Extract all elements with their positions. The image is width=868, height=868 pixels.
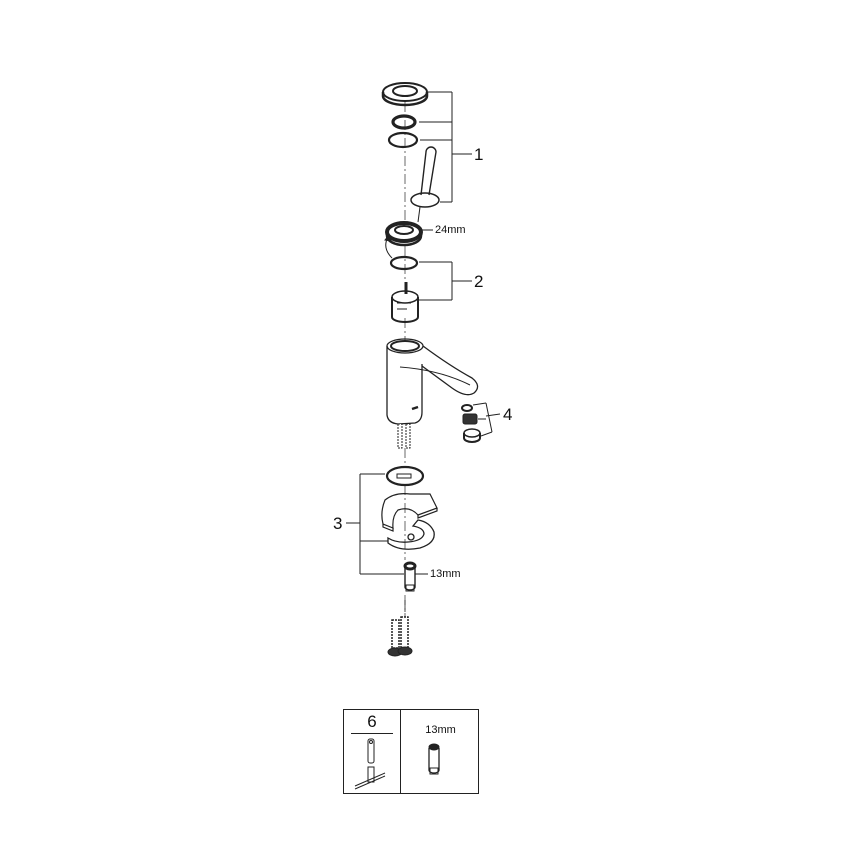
callout-bracket-4 [472, 402, 501, 437]
aerator-seal [461, 404, 473, 412]
nut-size-label: 24mm [435, 224, 466, 236]
cartridge [391, 282, 419, 323]
socket-13mm-tool [428, 743, 440, 775]
aerator-insert [462, 413, 478, 425]
hex-nut-24mm [385, 221, 433, 247]
aerator-housing [463, 428, 481, 443]
o-ring-1 [387, 131, 419, 149]
mounting-washer [385, 465, 425, 487]
faucet-body [386, 338, 479, 425]
threaded-ring [391, 114, 417, 130]
support-plate [381, 493, 438, 532]
tool-dimension-label: 13mm [425, 724, 456, 736]
supply-hoses [387, 600, 413, 657]
callout-label-3: 3 [333, 514, 343, 533]
callout-bracket-2 [419, 261, 472, 301]
callout-bracket-3 [346, 473, 404, 575]
tool-number-label: 6 [367, 712, 377, 731]
tool-box-divider [400, 710, 402, 793]
callout-bracket-1 [419, 91, 472, 203]
t-wrench-tool [354, 738, 386, 790]
flex-hoses [397, 423, 411, 449]
lever-handle [410, 146, 440, 223]
rotation-arrow-icon [384, 233, 393, 259]
tool-number-underline [351, 733, 393, 734]
callout-label-2: 2 [474, 272, 484, 291]
pin-size-label: 13mm [430, 568, 461, 580]
c-clamp [387, 519, 435, 550]
cover-ring [381, 82, 429, 107]
callout-label-1: 1 [474, 145, 484, 164]
o-ring-2 [389, 255, 419, 271]
callout-label-4: 4 [503, 405, 513, 424]
tool-box: 6 13mm [343, 709, 479, 794]
threaded-pin [403, 561, 428, 592]
